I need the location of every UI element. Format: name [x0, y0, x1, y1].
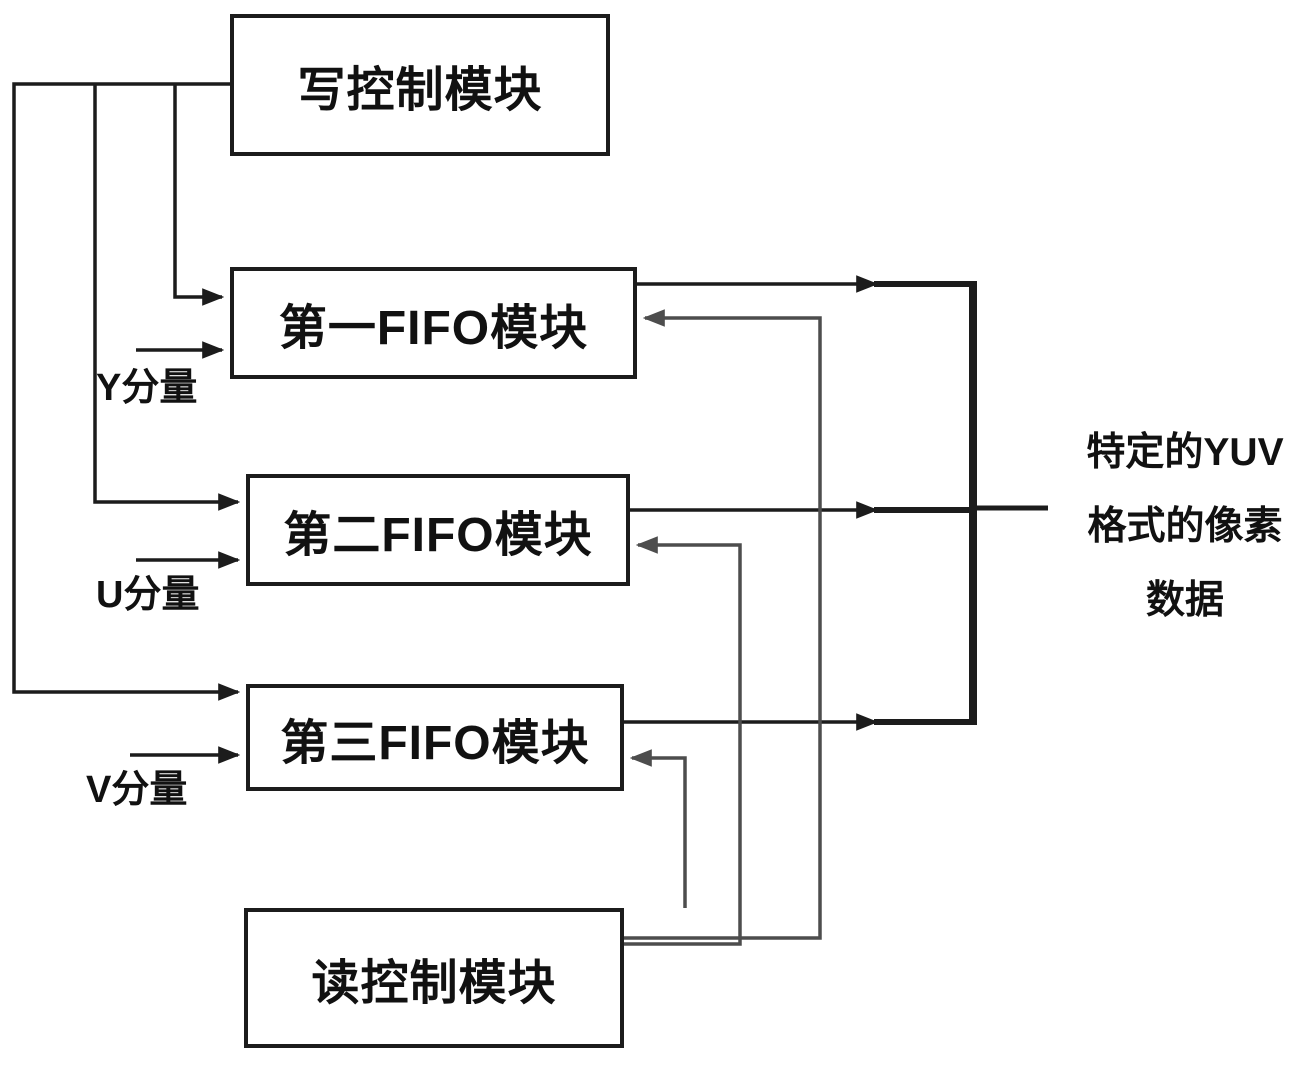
y-component-label: Y分量	[96, 367, 198, 409]
wire-read-to-fifo1	[624, 309, 822, 940]
output-description-line1: 特定的YUV	[1086, 431, 1284, 474]
second-fifo-module-box: 第二FIFO模块	[246, 474, 630, 586]
output-description-line2: 格式的像素	[1087, 505, 1283, 548]
write-control-module-label: 写控制模块	[297, 64, 543, 117]
second-fifo-module-label: 第二FIFO模块	[283, 509, 593, 562]
wire-write-to-fifo2	[93, 84, 241, 511]
u-component-label: U分量	[96, 574, 200, 616]
output-description-line3: 数据	[1145, 579, 1224, 622]
read-control-module-box: 读控制模块	[244, 908, 624, 1048]
wire-read-to-fifo2	[624, 536, 742, 946]
first-fifo-module-label: 第一FIFO模块	[278, 302, 589, 355]
v-component-label: V分量	[86, 769, 188, 811]
read-control-module-label: 读控制模块	[311, 957, 557, 1010]
wire-write-to-fifo1	[173, 84, 225, 306]
third-fifo-module-box: 第三FIFO模块	[246, 684, 624, 791]
wire-write-to-fifo3	[12, 82, 241, 701]
wire-read-to-fifo3	[629, 749, 687, 908]
third-fifo-module-label: 第三FIFO模块	[280, 716, 590, 770]
first-fifo-module-box: 第一FIFO模块	[230, 267, 637, 379]
output-description: 特定的YUV 格式的像素 数据	[1056, 416, 1314, 638]
write-control-module-box: 写控制模块	[230, 14, 610, 156]
